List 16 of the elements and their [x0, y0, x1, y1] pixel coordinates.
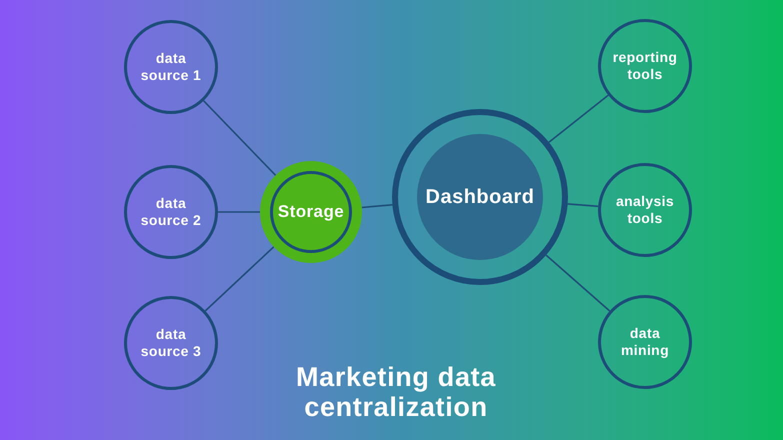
node-label: data source 1: [140, 50, 202, 84]
node-label: analysis tools: [614, 193, 676, 227]
node-label: data mining: [620, 325, 670, 359]
node-label: data source 2: [140, 195, 202, 229]
title: Marketing data centralization: [295, 362, 497, 422]
connector-line: [218, 211, 260, 213]
connector-line: [204, 246, 274, 312]
connector-line: [548, 94, 609, 143]
node-label: Storage: [278, 201, 344, 224]
connector-line: [568, 203, 598, 208]
connector-line: [203, 100, 276, 176]
node-label: reporting tools: [612, 49, 678, 83]
connector-line: [362, 204, 392, 208]
node-label: data source 3: [140, 326, 202, 360]
node-label: Dashboard: [426, 185, 534, 210]
connector-line: [546, 254, 610, 312]
